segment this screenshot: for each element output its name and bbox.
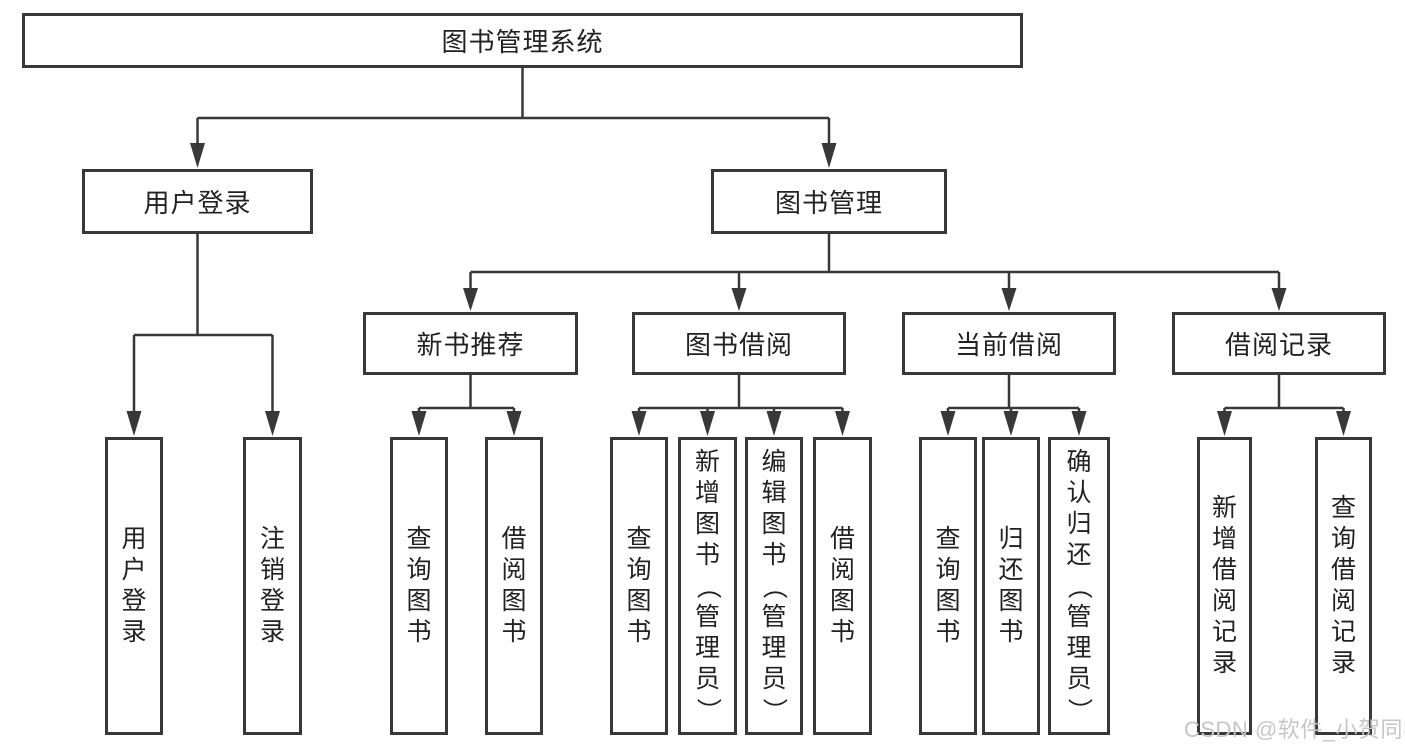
csdn-watermark: CSDN @软件_小贺同学 — [1184, 717, 1405, 742]
node-current-borrowing: 当前借阅 — [902, 312, 1116, 375]
node-library-management-system: 图书管理系统 — [22, 13, 1023, 68]
leaf-logout: 注销登录 — [243, 437, 302, 735]
leaf-query-borrow-record: 查询借阅记录 — [1315, 437, 1372, 735]
leaf-add-book-admin: 新增图书（管理员） — [678, 437, 737, 735]
node-user-login: 用户登录 — [82, 169, 313, 234]
leaf-user-login: 用户登录 — [105, 437, 163, 735]
leaf-add-borrow-record: 新增借阅记录 — [1197, 437, 1252, 735]
leaf-return-books: 归还图书 — [982, 437, 1040, 735]
leaf-confirm-return-admin: 确认归还（管理员） — [1048, 437, 1110, 735]
leaf-edit-book-admin: 编辑图书（管理员） — [745, 437, 803, 735]
leaf-borrow-books: 借阅图书 — [813, 437, 872, 735]
leaf-query-books-borrow: 查询图书 — [610, 437, 668, 735]
node-new-book-recommendation: 新书推荐 — [363, 312, 578, 375]
leaf-query-books-recommend: 查询图书 — [390, 437, 448, 735]
connector-edges — [132, 68, 1345, 412]
node-book-borrowing: 图书借阅 — [632, 312, 846, 375]
leaf-query-books-current: 查询图书 — [919, 437, 977, 735]
node-borrowing-records: 借阅记录 — [1172, 312, 1386, 375]
node-book-management: 图书管理 — [711, 169, 947, 234]
connector-arrowheads — [126, 143, 1351, 436]
leaf-borrow-books-recommend: 借阅图书 — [485, 437, 543, 735]
